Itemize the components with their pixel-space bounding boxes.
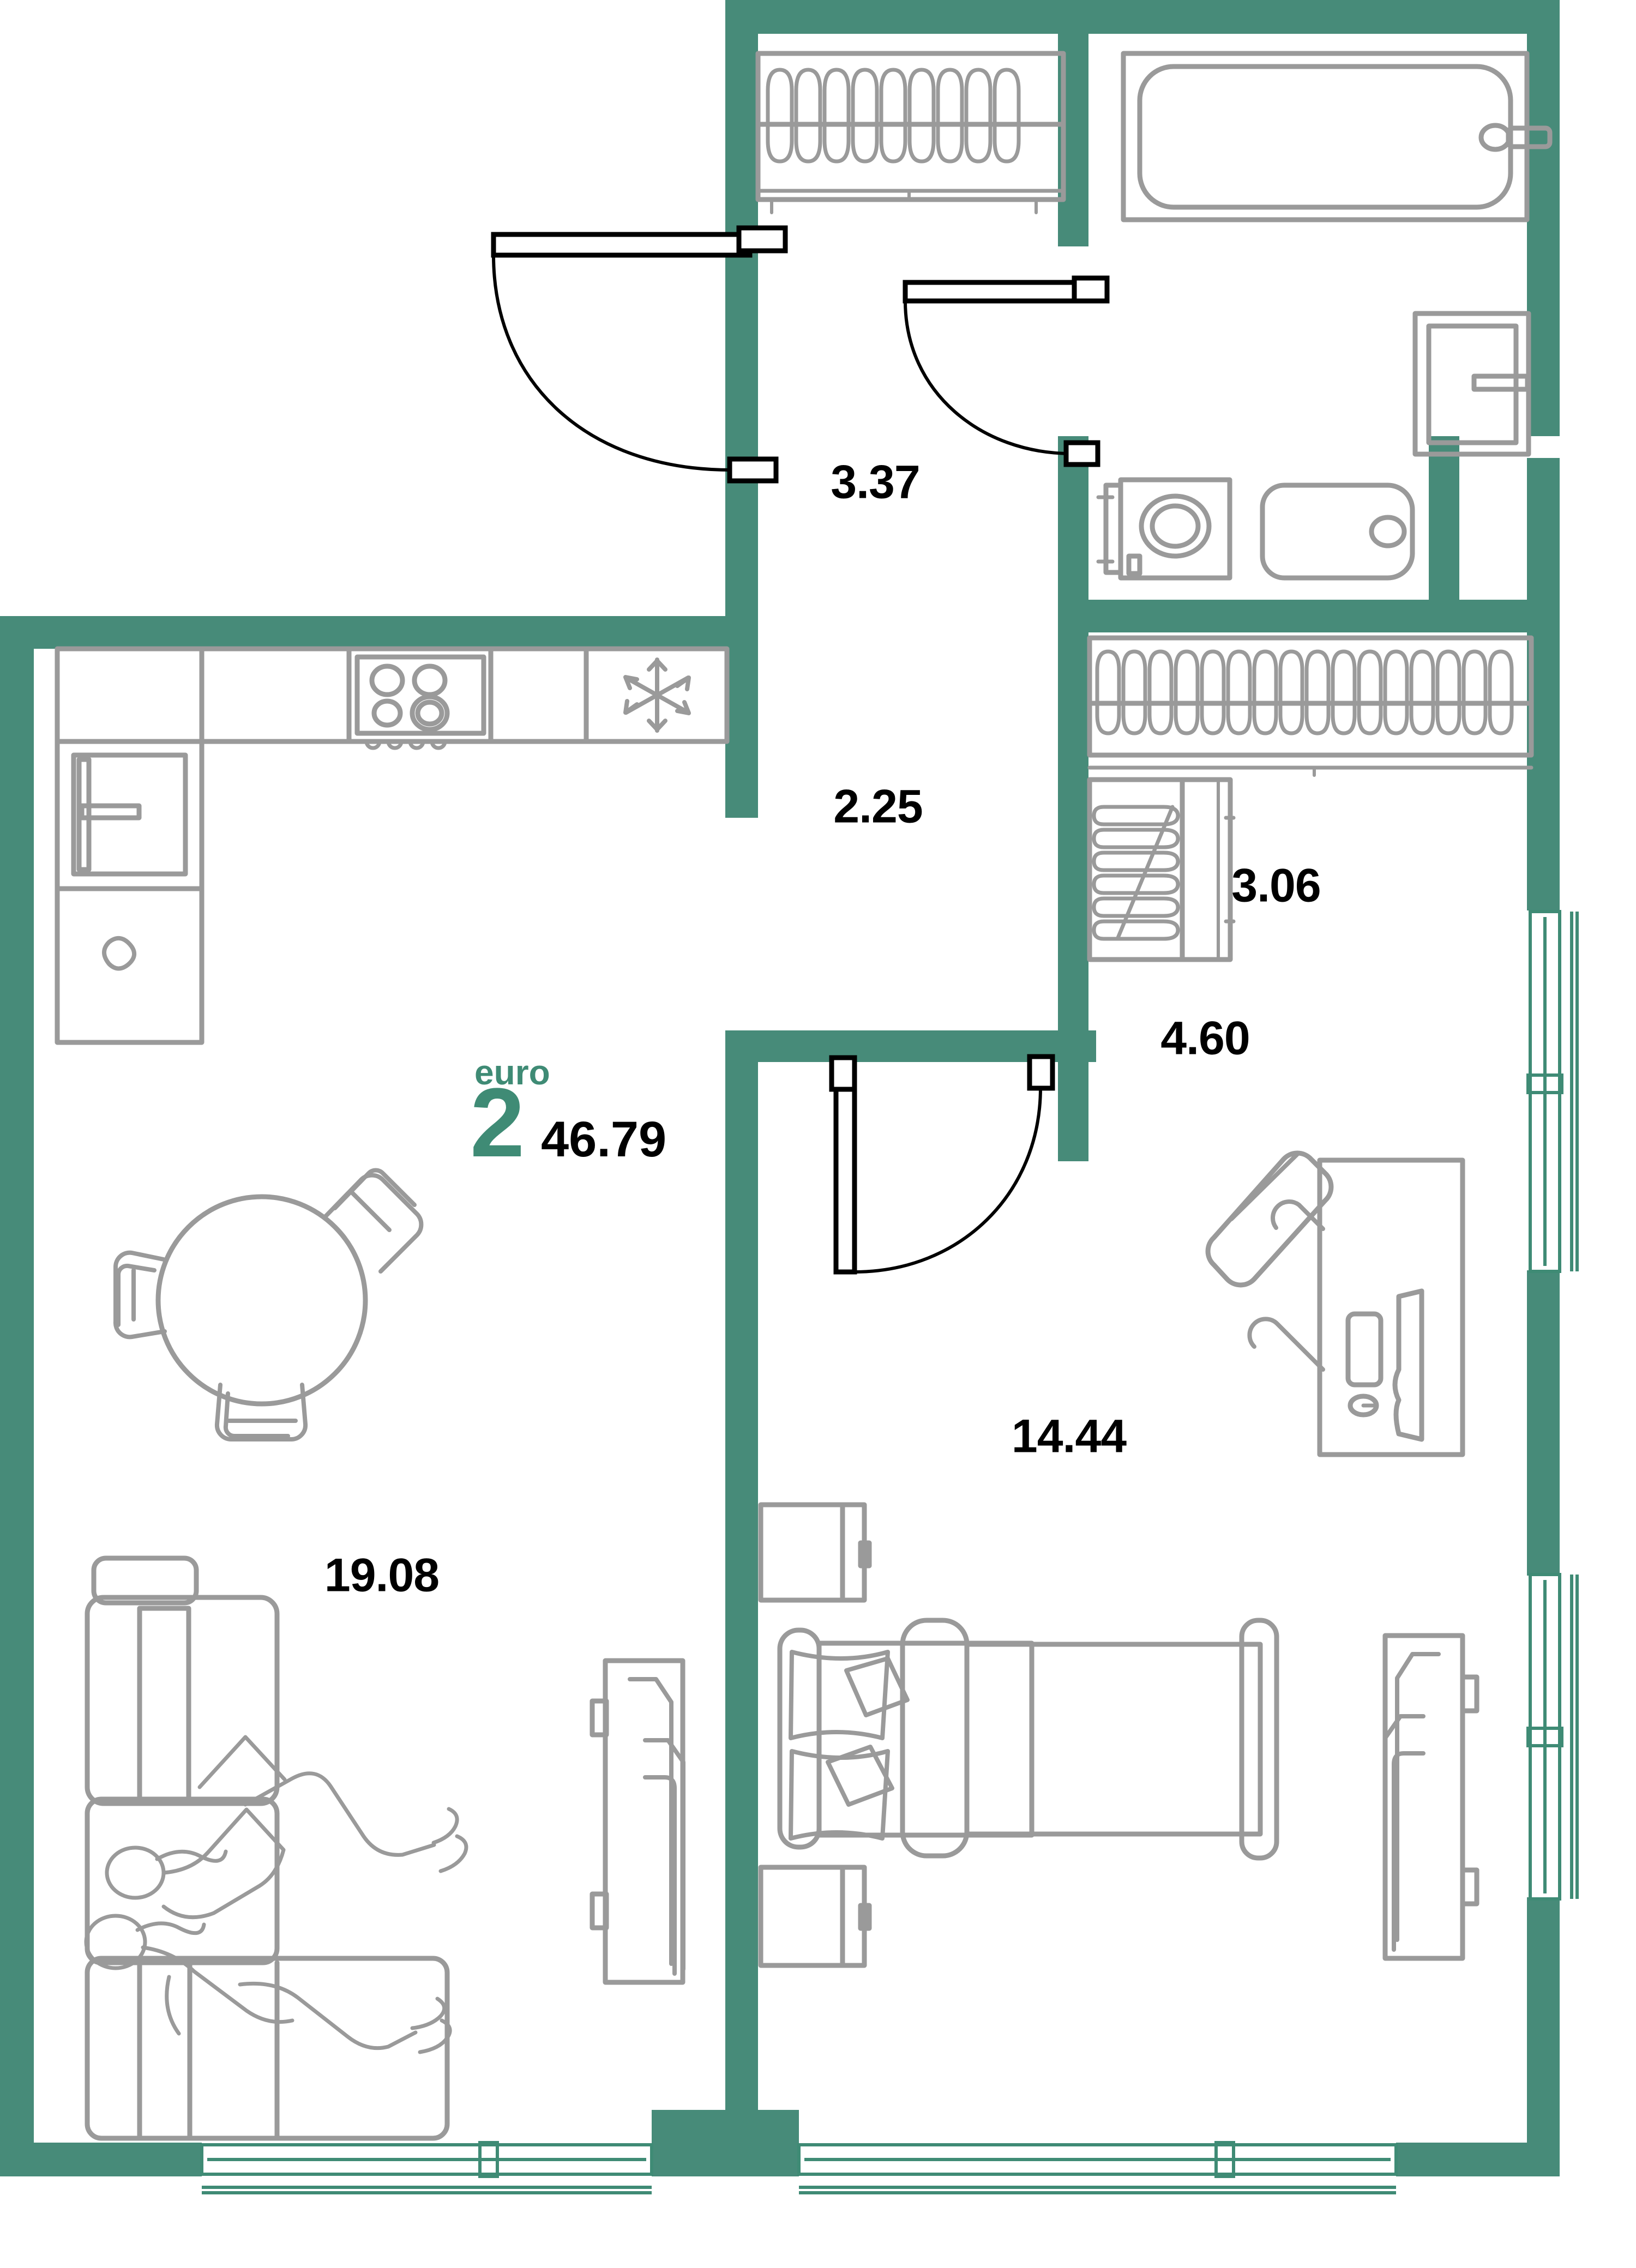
room-area-dressing: 3.06 [1231,859,1321,912]
furniture-group [55,51,1553,2141]
doors-group [491,225,1110,1275]
dining-chair-top-right [323,1168,424,1274]
door-entry [491,225,788,484]
desk [1317,1157,1465,1457]
wall-right-bath [1527,458,1560,627]
wall-bottom-right [1396,2143,1560,2176]
dining-chair-bottom [214,1383,308,1442]
bed [777,1618,1279,1861]
closet-dressing [1087,777,1236,962]
room-area-hall: 3.37 [831,456,920,509]
radiator-living [590,1658,685,1985]
door-bedroom [829,1054,1055,1275]
nightstand-bottom [758,1865,872,1968]
room-area-living-kitchen: 19.08 [324,1549,440,1602]
wall-bedroom-left-bottom [725,2039,758,2176]
window-right-upper [1526,910,1579,1273]
washbasin [1412,311,1531,457]
wall-bath-bottom [1088,600,1536,632]
walls-group [0,0,1560,2176]
wall-right-mid [1527,1270,1560,1576]
room-area-bathroom: 4.60 [1160,1012,1250,1065]
wall-kitchen-right-upper [725,649,758,818]
wardrobe-dressing-rail [1087,635,1534,777]
dining-table [155,1194,368,1407]
kitchen-side-cabinet [55,739,204,1045]
wall-dressing-left-b [1058,1069,1088,1161]
wall-living-bedroom [725,1030,758,2175]
window-living-bottom [200,2141,653,2194]
window-right-lower [1526,1573,1579,1901]
people-on-sofa [84,1735,468,2054]
wall-right-upper [1527,0,1560,436]
badge-total-area: 46.79 [541,1112,667,1167]
office-chair [1205,1150,1334,1372]
sofa [85,1555,450,2141]
wall-dressing-left [1058,632,1088,1069]
nightstand-top [758,1502,872,1603]
bathtub [1121,51,1553,222]
wall-wc-right [1429,436,1459,611]
wall-top [725,0,1560,34]
windows-group [200,910,1579,2194]
washing-machine [1096,477,1232,581]
wall-left-exterior [0,616,34,2175]
door-bathroom [903,275,1110,467]
wall-bottom-corner-left [0,2143,34,2176]
wall-bath-left-lower [1058,436,1088,632]
dining-chair-left [113,1250,167,1340]
wardrobe-hall [755,51,1066,214]
window-bedroom-bottom [797,2141,1398,2194]
badge-prefix-label: euro [474,1053,550,1092]
refrigerator [623,658,691,733]
toilet [1260,482,1415,581]
badge-rooms-count: 2 [470,1068,525,1178]
kitchen-counter [55,646,730,744]
wall-kitchen-top [0,616,758,649]
wall-right-lower [1527,1897,1560,2170]
wardrobe-bedroom [1382,1633,1479,1961]
room-area-bedroom: 14.44 [1011,1410,1127,1463]
cooktop [354,654,486,750]
room-area-corridor: 2.25 [833,780,923,833]
snowflake-icon [623,658,691,733]
plan-type-badge: euro 2 46.79 [465,1052,715,1172]
